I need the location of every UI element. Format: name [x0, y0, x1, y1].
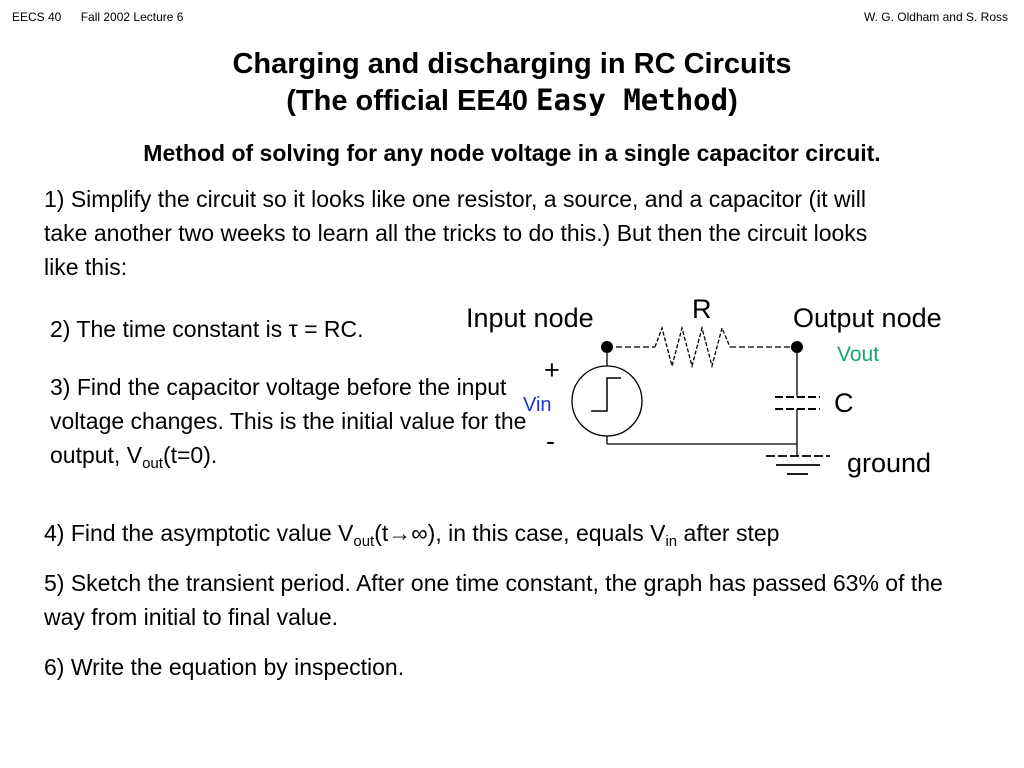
step-4-a: 4) Find the asymptotic value V	[44, 520, 354, 546]
step-4-c: after step	[677, 520, 780, 546]
step-3-tail: (t=0).	[162, 442, 218, 468]
step-3-sub-out: out	[142, 455, 163, 472]
capacitor-label: C	[834, 388, 854, 418]
course-code: EECS 40	[12, 10, 62, 24]
step-1: 1) Simplify the circuit so it looks like…	[44, 186, 868, 280]
plus-sign: +	[544, 355, 560, 385]
vout-label: Vout	[837, 343, 879, 366]
step-4-sub-in: in	[665, 533, 678, 550]
step-4-b: (t→∞), in this case, equals V	[374, 520, 666, 546]
step-function-icon	[591, 377, 621, 412]
header-authors: W. G. Oldham and S. Ross	[863, 10, 1008, 24]
resistor-label: R	[692, 294, 712, 324]
page-title: Charging and discharging in RC Circuits …	[0, 46, 1024, 119]
step-3: 3) Find the capacitor voltage before the…	[50, 370, 530, 472]
input-node-dot	[601, 341, 613, 353]
step-5: 5) Sketch the transient period. After on…	[44, 570, 943, 630]
title-line-1: Charging and discharging in RC Circuits	[232, 48, 792, 80]
lecture-info: Fall 2002 Lecture 6	[80, 10, 184, 24]
title-easy-method: Easy Method	[536, 83, 729, 117]
subtitle: Method of solving for any node voltage i…	[143, 140, 881, 166]
output-node-label: Output node	[793, 303, 942, 333]
input-node-label: Input node	[466, 303, 594, 333]
step-4-sub-out: out	[353, 533, 375, 550]
ground-label: ground	[847, 448, 931, 478]
output-node-dot	[791, 341, 803, 353]
minus-sign: -	[546, 426, 555, 456]
title-line-2-prefix: (The official EE40	[286, 85, 537, 117]
step-3-text: 3) Find the capacitor voltage before the…	[50, 374, 527, 468]
header-left: EECS 40 Fall 2002 Lecture 6	[12, 10, 183, 24]
step-2: 2) The time constant is τ = RC.	[50, 316, 364, 342]
step-6: 6) Write the equation by inspection.	[44, 654, 405, 680]
title-line-2-suffix: )	[728, 85, 738, 117]
vin-label: Vin	[523, 394, 552, 416]
step-4: 4) Find the asymptotic value Vout(t→∞), …	[44, 516, 1004, 550]
title-line-2: (The official EE40 Easy Method)	[0, 82, 1024, 119]
resistor-zigzag	[654, 325, 731, 369]
